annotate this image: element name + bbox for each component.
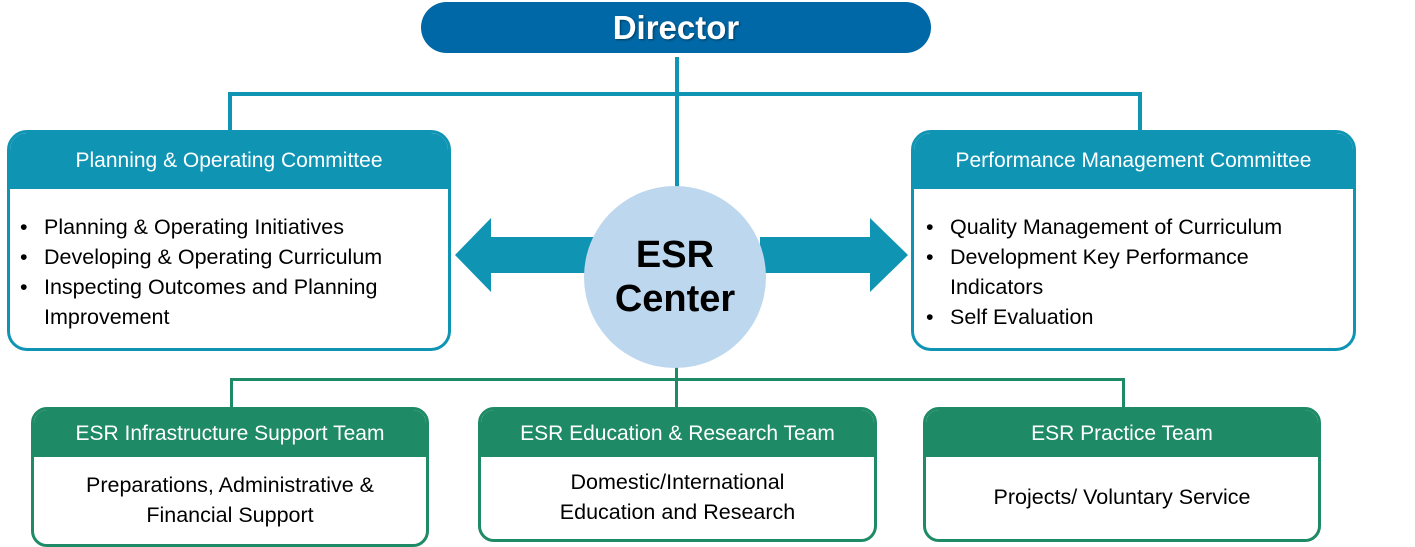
- center-label-line1: ESR: [635, 234, 715, 276]
- director-box: Director: [421, 2, 931, 53]
- team-description: Preparations, Administrative & Financial…: [34, 457, 426, 542]
- team-description-line: Projects/ Voluntary Service: [993, 485, 1251, 509]
- connector-team-right: [1122, 378, 1125, 410]
- committee-item-list: Quality Management of Curriculum Develop…: [914, 189, 1353, 332]
- director-label: Director: [612, 8, 740, 46]
- committee-item: Quality Management of Curriculum: [920, 212, 1303, 242]
- infrastructure-support-team: ESR Infrastructure Support Team Preparat…: [31, 407, 429, 547]
- arrow-right-icon: [760, 218, 908, 292]
- committee-item: Developing & Operating Curriculum: [14, 242, 442, 272]
- committee-item: Planning & Operating Initiatives: [14, 212, 442, 242]
- committee-item: Inspecting Outcomes and Planning Improve…: [14, 272, 442, 332]
- connector-left-committee: [228, 92, 232, 134]
- committee-header: Planning & Operating Committee: [10, 133, 448, 189]
- connector-right-committee: [1138, 92, 1142, 134]
- education-research-team: ESR Education & Research Team Domestic/I…: [478, 407, 877, 542]
- committee-item: Development Key Performance Indicators: [920, 242, 1303, 302]
- team-header: ESR Practice Team: [926, 410, 1318, 457]
- team-header: ESR Education & Research Team: [481, 410, 874, 457]
- connector-team-left: [230, 378, 233, 410]
- esr-center-circle: ESR Center: [584, 186, 766, 368]
- team-description-line: Education and Research: [559, 500, 796, 524]
- connector-horizontal-bottom: [230, 378, 1125, 381]
- committee-header: Performance Management Committee: [914, 133, 1353, 189]
- committee-item: Self Evaluation: [920, 302, 1303, 332]
- center-label-line2: Center: [614, 278, 736, 320]
- connector-center-vertical: [675, 360, 678, 410]
- committee-item-list: Planning & Operating Initiatives Develop…: [10, 189, 448, 332]
- team-description: Projects/ Voluntary Service: [926, 457, 1318, 537]
- practice-team: ESR Practice Team Projects/ Voluntary Se…: [923, 407, 1321, 542]
- team-description-line: Financial Support: [146, 502, 314, 527]
- team-description-line: Preparations, Administrative &: [86, 472, 374, 497]
- team-description-line: Domestic/International: [570, 470, 785, 494]
- team-header: ESR Infrastructure Support Team: [34, 410, 426, 457]
- arrow-right-shape: [760, 218, 908, 292]
- arrow-left-icon: [455, 218, 595, 292]
- arrow-left-shape: [455, 218, 595, 292]
- connector-director-vertical: [675, 57, 679, 192]
- connector-horizontal-top: [228, 92, 1142, 96]
- team-description: Domestic/International Education and Res…: [481, 457, 874, 537]
- performance-management-committee: Performance Management Committee Quality…: [911, 130, 1356, 351]
- planning-operating-committee: Planning & Operating Committee Planning …: [7, 130, 451, 351]
